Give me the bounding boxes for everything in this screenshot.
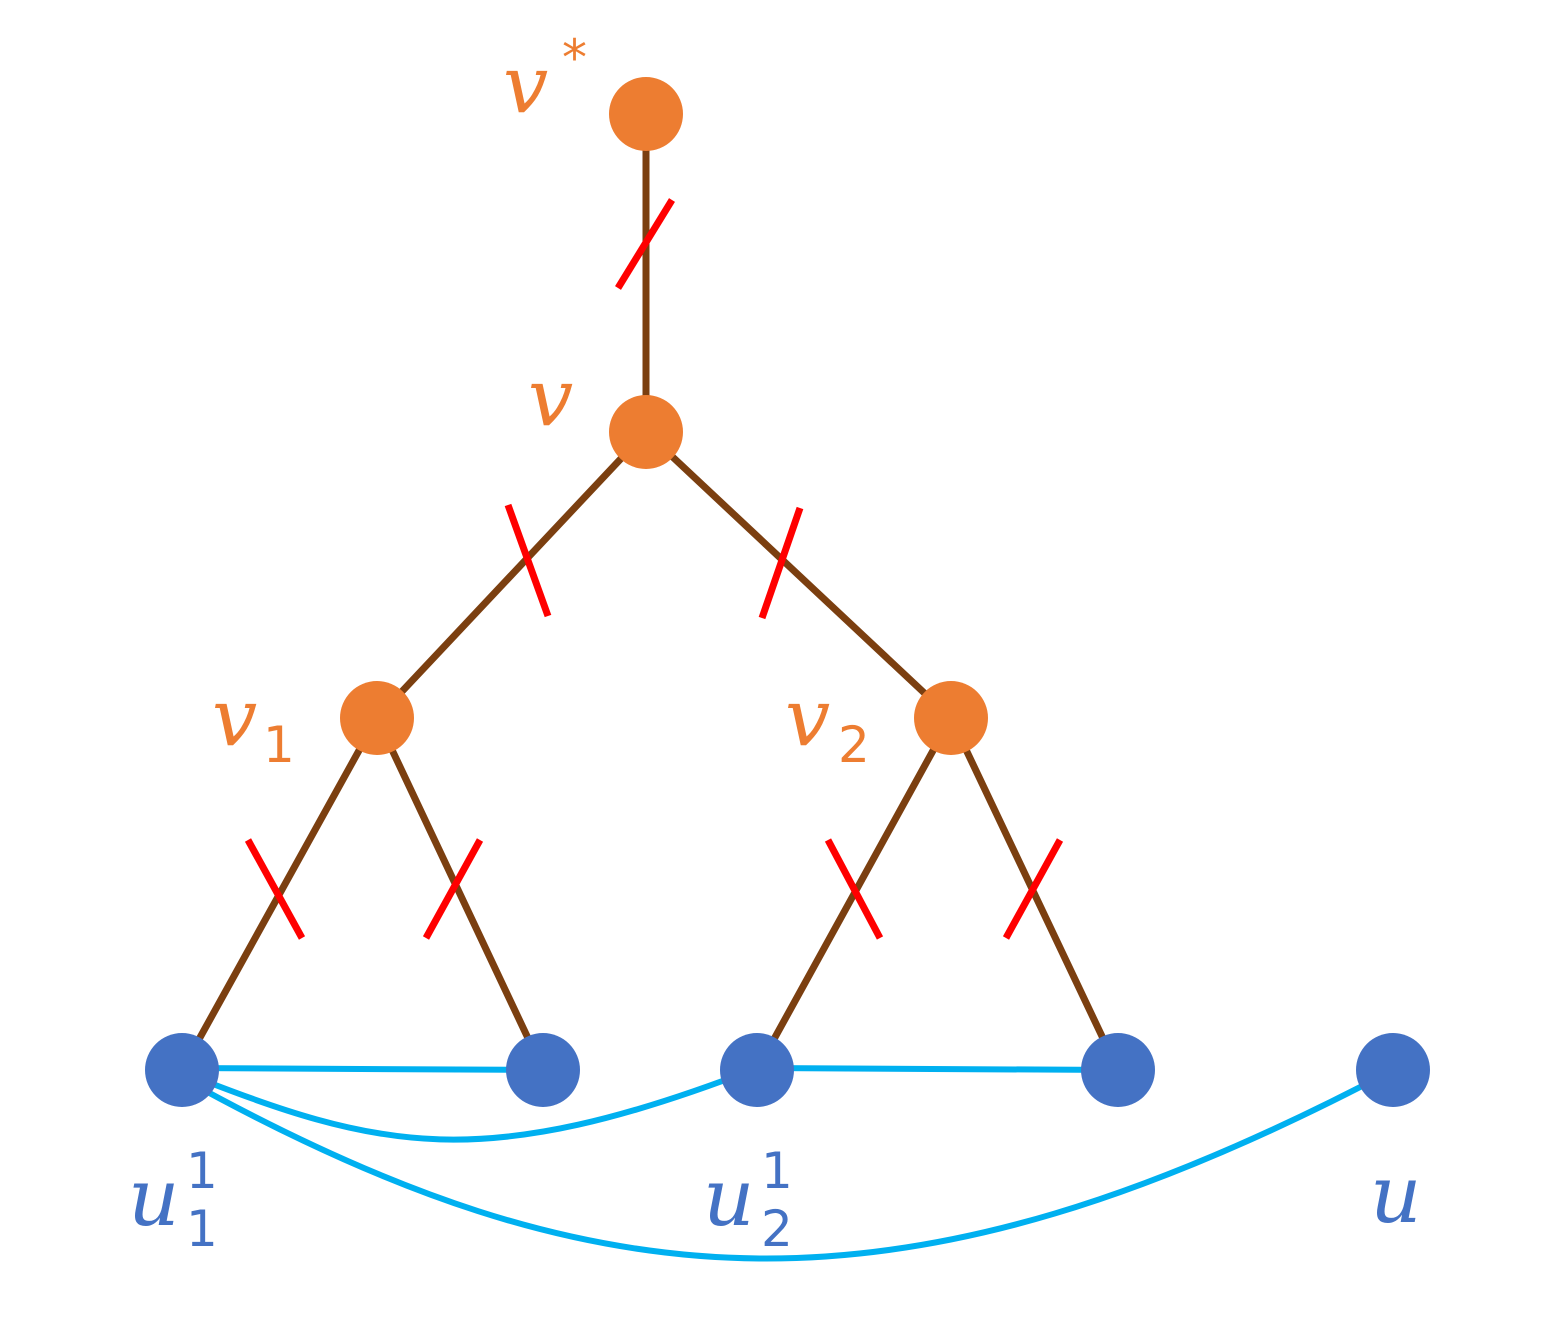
node-leaf4: [1081, 1033, 1155, 1107]
cut-mark: [1002, 838, 1064, 940]
node-u11: [145, 1033, 219, 1107]
edge-v-v2: [642, 428, 955, 722]
label-u11-sub: 1: [186, 1200, 218, 1258]
label-v-star: v: [503, 38, 548, 131]
label-u21-sup: 1: [761, 1142, 793, 1200]
label-v1: v: [212, 671, 257, 764]
cut-mark: [758, 506, 804, 620]
label-v1-sub: 1: [263, 716, 295, 774]
label-u21: u: [703, 1151, 755, 1244]
edge-u11-u21: [179, 1065, 760, 1143]
cut-mark: [422, 838, 484, 940]
cut-mark: [824, 838, 884, 940]
label-v: v: [528, 351, 573, 444]
node-leaf2: [506, 1033, 580, 1107]
edge-v2-leaf4: [947, 714, 1122, 1074]
node-u21: [720, 1033, 794, 1107]
edge-u11-u: [179, 1067, 1396, 1262]
node-v2: [914, 681, 988, 755]
node-v1: [340, 681, 414, 755]
node-u: [1356, 1033, 1430, 1107]
label-u21-sub: 2: [761, 1200, 793, 1258]
label-u: u: [1370, 1148, 1422, 1241]
cut-mark: [244, 838, 306, 940]
cut-mark: [504, 503, 552, 618]
cut-mark: [615, 198, 675, 290]
node-v: [609, 395, 683, 469]
label-v-star-sup: *: [562, 29, 587, 87]
label-v2-sub: 2: [838, 716, 870, 774]
label-u11-sup: 1: [186, 1142, 218, 1200]
edge-v1-leaf2: [373, 714, 547, 1074]
label-v2: v: [785, 671, 830, 764]
edge-v-v1: [373, 428, 650, 722]
node-v-star: [609, 77, 683, 151]
edge-u21-leaf4: [754, 1065, 1121, 1073]
label-u11: u: [128, 1151, 180, 1244]
edge-u11-leaf2: [179, 1065, 546, 1073]
